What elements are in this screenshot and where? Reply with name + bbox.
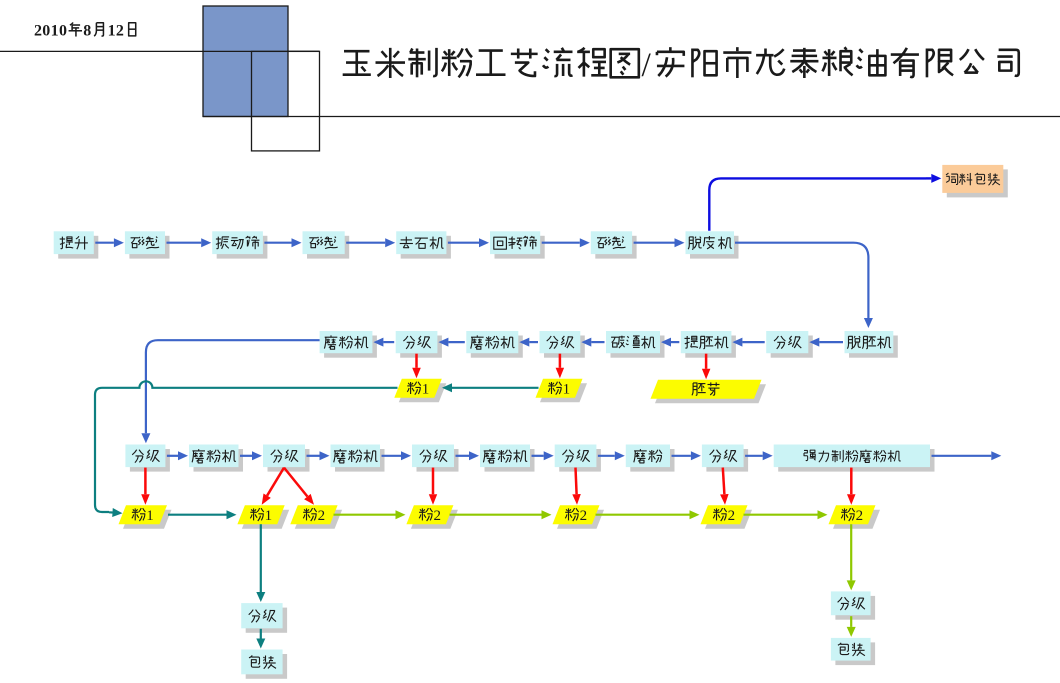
svg-text:2: 2 <box>856 508 864 524</box>
svg-text:2: 2 <box>116 22 124 39</box>
svg-text:2: 2 <box>434 508 442 524</box>
svg-text:8: 8 <box>83 22 91 39</box>
svg-text:1: 1 <box>265 508 273 524</box>
svg-text:1: 1 <box>51 22 59 39</box>
svg-text:2: 2 <box>580 508 588 524</box>
svg-text:1: 1 <box>146 508 154 524</box>
svg-text:2: 2 <box>34 22 42 39</box>
svg-text:0: 0 <box>42 22 50 39</box>
svg-text:2: 2 <box>728 508 736 524</box>
svg-text:0: 0 <box>59 22 67 39</box>
svg-text:1: 1 <box>563 382 571 398</box>
svg-text:1: 1 <box>422 382 430 398</box>
svg-text:1: 1 <box>108 22 116 39</box>
svg-text:2: 2 <box>318 508 326 524</box>
svg-text:/: / <box>642 46 652 83</box>
